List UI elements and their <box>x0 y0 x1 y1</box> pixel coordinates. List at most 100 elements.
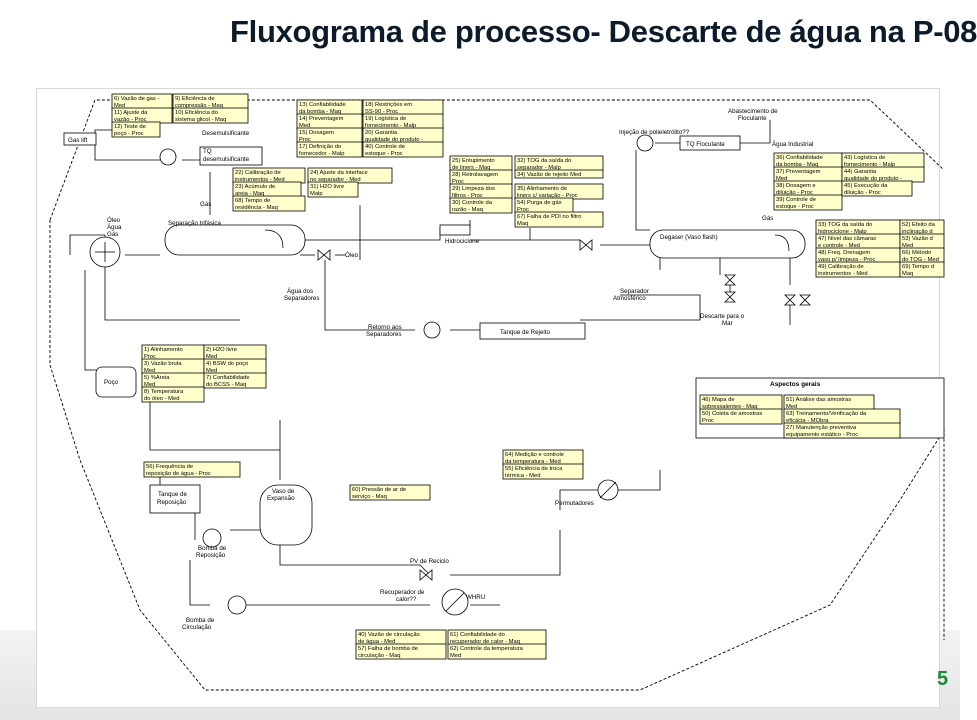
annotation-text-b13-0: 13) Confiabilidade <box>299 102 346 108</box>
annotation-text-b8-1: do óleo - Med <box>144 396 179 402</box>
label-agua: Água <box>107 224 122 231</box>
annotation-text-b18-0: 18) Restrições em <box>365 102 412 108</box>
annotation-text-b48-1: vaso p/ limpeza - Proc <box>818 257 875 263</box>
label-recup-1: Recuperador de <box>380 589 425 596</box>
annotation-text-b50-0: 50) Coleta de amostras <box>702 411 762 417</box>
annotation-text-b66-1: do TOG - Med <box>902 257 939 263</box>
annotation-text-b44-0: 44) Garantia <box>844 169 877 175</box>
annotation-text-b5-0: 5) %Areia <box>144 375 170 381</box>
annotation-text-b24-1: no separador - Med <box>310 177 361 183</box>
label-bomba-rep-2: Reposição <box>196 552 226 559</box>
annotation-text-b50-1: Proc <box>702 418 714 424</box>
label-gas-b: Gás <box>200 201 211 208</box>
label-pv-recicio: PV de Recicio <box>410 558 449 565</box>
annotation-text-b23-1: areia - Maq <box>235 191 264 197</box>
annotation-text-b22-1: instrumentos - Med <box>235 177 285 183</box>
valve-oleo-icon <box>317 249 331 261</box>
annotation-text-b25-1: de liners - Maq <box>452 165 490 171</box>
annotation-text-b45-0: 45) Execução da <box>844 183 888 189</box>
label-tanque-rejeito: Tanque de Rejeito <box>500 329 550 336</box>
label-bomba-circ-2: Circulação <box>182 624 212 631</box>
annotation-text-b38-1: diluição - Proc <box>776 190 813 196</box>
annotation-text-b64-1: da temperatura - Med <box>505 459 561 465</box>
annotation-text-b36-0: 36) Confiabilidade <box>776 155 823 161</box>
valve-hidrociclone-icon <box>579 239 593 251</box>
annotation-text-b28-1: Proc <box>452 179 464 185</box>
annotation-text-b43-1: fornecimento - Malp <box>844 162 895 168</box>
page-title: Fluxograma de processo- Descarte de água… <box>230 14 977 49</box>
bomba-circulacao-icon <box>227 595 247 615</box>
annotation-text-b35-0: 35) Alinhamento de <box>517 186 567 192</box>
label-degaser: Degaser (Vaso flash) <box>660 234 718 241</box>
label-agua-sep-1: Água dos <box>287 288 313 295</box>
annotation-text-b64-0: 64) Medição e controle <box>505 452 564 458</box>
label-tq-floculante: TQ Floculante <box>686 141 725 148</box>
annotation-text-b33-1: hidrociclone - Malp <box>818 229 867 235</box>
label-desemulsificante: Desemulsificante <box>202 130 250 137</box>
annotation-text-b57-0: 57) Falha de bomba de <box>358 646 418 652</box>
annotation-text-b23-0: 23) Acúmulo de <box>235 184 275 190</box>
annotation-text-b10-0: 10) Eficiência do <box>175 110 218 116</box>
label-tanque-rep-2: Reposição <box>157 499 187 506</box>
annotation-text-b19-0: 19) Logística de <box>365 116 406 122</box>
annotation-text-b67-0: 67) Falha de PDI no filtro <box>517 214 581 220</box>
annotation-text-b31-0: 31) H2O livre <box>310 184 344 190</box>
annotation-text-b34-0: 34) Vazão de rejeito Med <box>517 172 581 178</box>
annotation-text-b48-0: 48) Freq. Drenagem <box>818 250 870 256</box>
annotation-text-b17-0: 17) Definição do <box>299 144 341 150</box>
annotation-text-b7-0: 7) Confiabilidade <box>206 375 250 381</box>
annotation-box-b34: 34) Vazão de rejeito Med <box>514 169 604 179</box>
equipment <box>63 132 806 616</box>
annotation-text-b22-0: 22) Calibração de <box>235 170 281 176</box>
annotation-text-b20-1: qualidade do produto - <box>365 137 423 143</box>
valves <box>317 239 811 581</box>
annotation-text-b6-1: Med <box>114 103 125 109</box>
label-bomba-circ-1: Bomba de <box>186 617 215 624</box>
tq-desemulsificante-tank <box>199 146 263 166</box>
bomba-reposicao-icon <box>202 528 222 548</box>
annotation-text-b40-1: estoque - Proc <box>365 151 403 157</box>
annotation-text-b25-0: 25) Entupimento <box>452 158 495 164</box>
label-recup-2: calor?? <box>396 596 417 603</box>
label-retorno-1: Retorno aos <box>368 324 402 331</box>
diagram-labels: Gas lift Desemulsificante TQ desemulsifi… <box>68 108 813 631</box>
annotation-text-b51-1: Med <box>786 404 797 410</box>
annotation-text-b63-0: 63) Treinamento/Verificação da <box>786 411 867 417</box>
annotation-text-b57-1: circulação - Maq <box>358 653 401 659</box>
annotation-text-b5-1: Med <box>144 382 155 388</box>
annotation-text-b15-1: Proc <box>299 137 311 143</box>
annotation-text-b13-1: da bomba - Maq <box>299 109 341 115</box>
annotation-text-b30-0: 30) Controle da <box>452 200 493 206</box>
label-poco: Poço <box>104 379 119 386</box>
annotation-text-b32-1: separador - Malp <box>517 165 561 171</box>
page-number: 5 <box>937 668 949 690</box>
annotation-text-b55-1: térmica - Med <box>505 473 540 479</box>
annotation-text-b10-1: sistema glicol - Maq <box>175 117 226 123</box>
annotation-text-b32-0: 32) TOG da saída do <box>517 158 571 164</box>
annotation-text-b40-0: 40) Controle de <box>365 144 405 150</box>
annotation-text-b51-0: 51) Análise das amostras <box>786 397 851 403</box>
